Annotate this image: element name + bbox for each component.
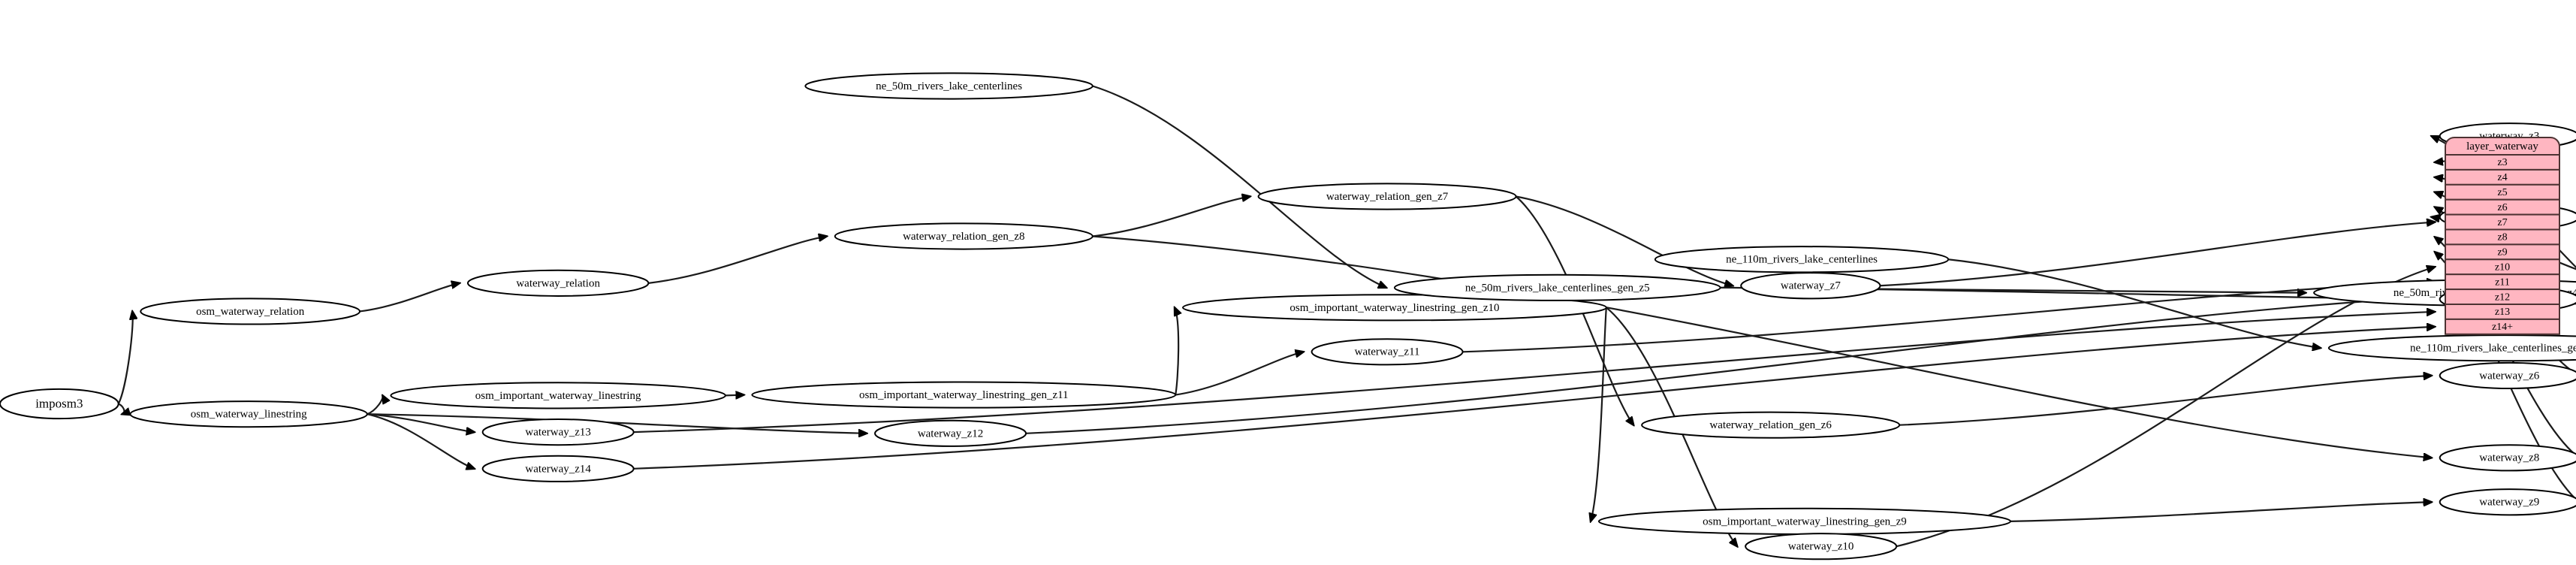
edge-osm_important_waterway_linestring_gen_z11-to-waterway_z11 [1175,352,1303,396]
edge-waterway_z12-to-layer_waterway_z12 [1026,297,2435,434]
layer-waterway-table: layer_waterway z3 z4 z5 z6 z7 z8 z9 z10 z11 z12 z13… [2445,137,2560,335]
table-row-label: z5 [2497,187,2507,198]
edge-waterway_relation_gen_z7-to-waterway_z7 [1516,195,1733,286]
node-waterway_z12[interactable]: waterway_z12 [874,419,1027,447]
table-row-label: z9 [2497,247,2507,258]
node-waterway_z6[interactable]: waterway_z6 [2439,361,2576,389]
table-row-label: z7 [2497,217,2507,228]
node-waterway_z13[interactable]: waterway_z13 [481,418,635,446]
edge-waterway_z7-to-layer_waterway_z7 [1880,222,2435,287]
edge-osm_waterway_linestring-to-waterway_z13 [366,413,475,432]
table-row-z14+[interactable] [2445,318,2560,335]
table-row-label: z3 [2497,157,2507,168]
node-waterway_z9[interactable]: waterway_z9 [2439,488,2576,516]
node-ne_110m_rivers_lake_centerlines[interactable]: ne_110m_rivers_lake_centerlines [1654,246,1950,273]
node-label: waterway_z9 [2479,497,2539,509]
edge-osm_important_waterway_linestring_gen_z9-to-waterway_z9 [2010,502,2432,522]
table-row-label: z4 [2497,172,2507,183]
node-label: waterway_z6 [2479,370,2539,382]
edge-waterway_z14-to-layer_waterway_z14_ [633,327,2435,470]
node-label: osm_waterway_linestring [191,409,307,421]
node-waterway_z8[interactable]: waterway_z8 [2439,444,2576,472]
node-label: ne_110m_rivers_lake_centerlines_gen_z3 [2410,343,2576,355]
node-label: waterway_relation_gen_z6 [1709,419,1832,431]
edge-osm_important_waterway_linestring-to-osm_important_waterway_linestring_gen_z11 [725,395,744,396]
edge-osm_waterway_linestring-to-osm_important_waterway_linestring [366,395,383,415]
edge-osm_important_waterway_linestring_gen_z11-to-osm_important_waterway_linestring_gen_z10 [1175,307,1178,395]
edge-osm_waterway_relation-to-waterway_relation [359,283,460,313]
node-waterway_relation_gen_z6[interactable]: waterway_relation_gen_z6 [1641,411,1901,439]
table-row-label: z13 [2495,307,2510,318]
node-label: waterway_z12 [918,428,983,440]
node-label: waterway_z14 [525,463,591,475]
node-waterway_relation_gen_z7[interactable]: waterway_relation_gen_z7 [1257,183,1517,210]
edge-ne_110m_rivers_lake_centerlines-to-ne_110m_rivers_lake_centerlines_gen_z3 [1948,258,2321,348]
node-label: ne_50m_rivers_lake_centerlines [876,80,1022,92]
node-waterway_z10[interactable]: waterway_z10 [1745,533,1898,560]
node-waterway_z14[interactable]: waterway_z14 [481,455,635,482]
node-label: ne_50m_rivers_lake_centerlines_gen_z5 [1465,282,1650,294]
edge-imposm3-to-osm_waterway_relation [117,311,133,405]
node-label: waterway_relation_gen_z8 [903,231,1024,243]
table-row-label: z6 [2497,202,2507,213]
node-waterway_z11[interactable]: waterway_z11 [1311,338,1464,366]
table-row-label: z8 [2497,232,2507,243]
node-ne_110m_rivers_lake_centerlines_gen_z3[interactable]: ne_110m_rivers_lake_centerlines_gen_z3 [2327,334,2576,362]
node-waterway_relation_gen_z8[interactable]: waterway_relation_gen_z8 [834,222,1093,250]
table-row-label: z12 [2495,292,2510,303]
edge-imposm3-to-osm_waterway_linestring [118,403,125,415]
node-osm_important_waterway_linestring[interactable]: osm_important_waterway_linestring [390,382,726,409]
node-label: ne_110m_rivers_lake_centerlines [1726,254,1878,266]
node-osm_important_waterway_linestring_gen_z10[interactable]: osm_important_waterway_linestring_gen_z1… [1182,294,1607,322]
node-waterway_z7[interactable]: waterway_z7 [1740,272,1881,300]
node-label: osm_important_waterway_linestring [475,390,641,402]
edge-waterway_relation_gen_z8-to-waterway_relation_gen_z7 [1092,196,1250,237]
edge-osm_waterway_linestring-to-waterway_z12 [366,413,867,434]
edge-ne_50m_rivers_lake_centerlines-to-ne_50m_rivers_lake_centerlines_gen_z5 [1092,85,1386,288]
node-ne_50m_rivers_lake_centerlines_gen_z5[interactable]: ne_50m_rivers_lake_centerlines_gen_z5 [1393,273,1721,301]
node-label: waterway_z8 [2479,452,2539,464]
edge-osm_waterway_linestring-to-waterway_z14 [366,413,475,469]
node-imposm3[interactable]: imposm3 [0,388,119,420]
table-row-label: z14+ [2492,322,2513,333]
node-label: waterway_relation [516,277,600,289]
node-label: osm_important_waterway_linestring_gen_z1… [859,389,1069,401]
node-osm_waterway_relation[interactable]: osm_waterway_relation [140,298,361,325]
node-label: waterway_z11 [1355,346,1420,358]
node-label: osm_important_waterway_linestring_gen_z1… [1290,302,1499,314]
node-label: osm_important_waterway_linestring_gen_z9 [1703,515,1907,527]
table-title: layer_waterway [2466,140,2538,153]
node-waterway_relation[interactable]: waterway_relation [466,269,650,297]
node-osm_important_waterway_linestring_gen_z9[interactable]: osm_important_waterway_linestring_gen_z9 [1597,507,2011,535]
table-row-label: z11 [2495,276,2510,288]
table-row-label: z10 [2495,261,2510,273]
node-label: waterway_z13 [525,427,590,439]
node-label: waterway_z10 [1788,541,1854,553]
edge-waterway_z13-to-layer_waterway_z13 [633,312,2435,434]
edge-waterway_z11-to-layer_waterway_z11 [1462,282,2435,353]
edge-waterway_relation_gen_z8-to-waterway_z8 [1092,235,2432,458]
node-label: waterway_z7 [1781,280,1841,292]
node-label: imposm3 [35,396,83,410]
edge-waterway_relation_gen_z6-to-waterway_z6 [1899,376,2432,426]
node-ne_50m_rivers_lake_centerlines[interactable]: ne_50m_rivers_lake_centerlines [804,72,1093,100]
node-osm_waterway_linestring[interactable]: osm_waterway_linestring [129,400,368,428]
edge-osm_important_waterway_linestring_gen_z10-to-osm_important_waterway_linestring_gen_z9 [1591,307,1607,521]
node-osm_important_waterway_linestring_gen_z11[interactable]: osm_important_waterway_linestring_gen_z1… [751,381,1177,409]
edge-waterway_relation-to-waterway_relation_gen_z8 [648,236,826,284]
node-label: osm_waterway_relation [196,306,305,318]
node-label: waterway_relation_gen_z7 [1326,191,1449,203]
